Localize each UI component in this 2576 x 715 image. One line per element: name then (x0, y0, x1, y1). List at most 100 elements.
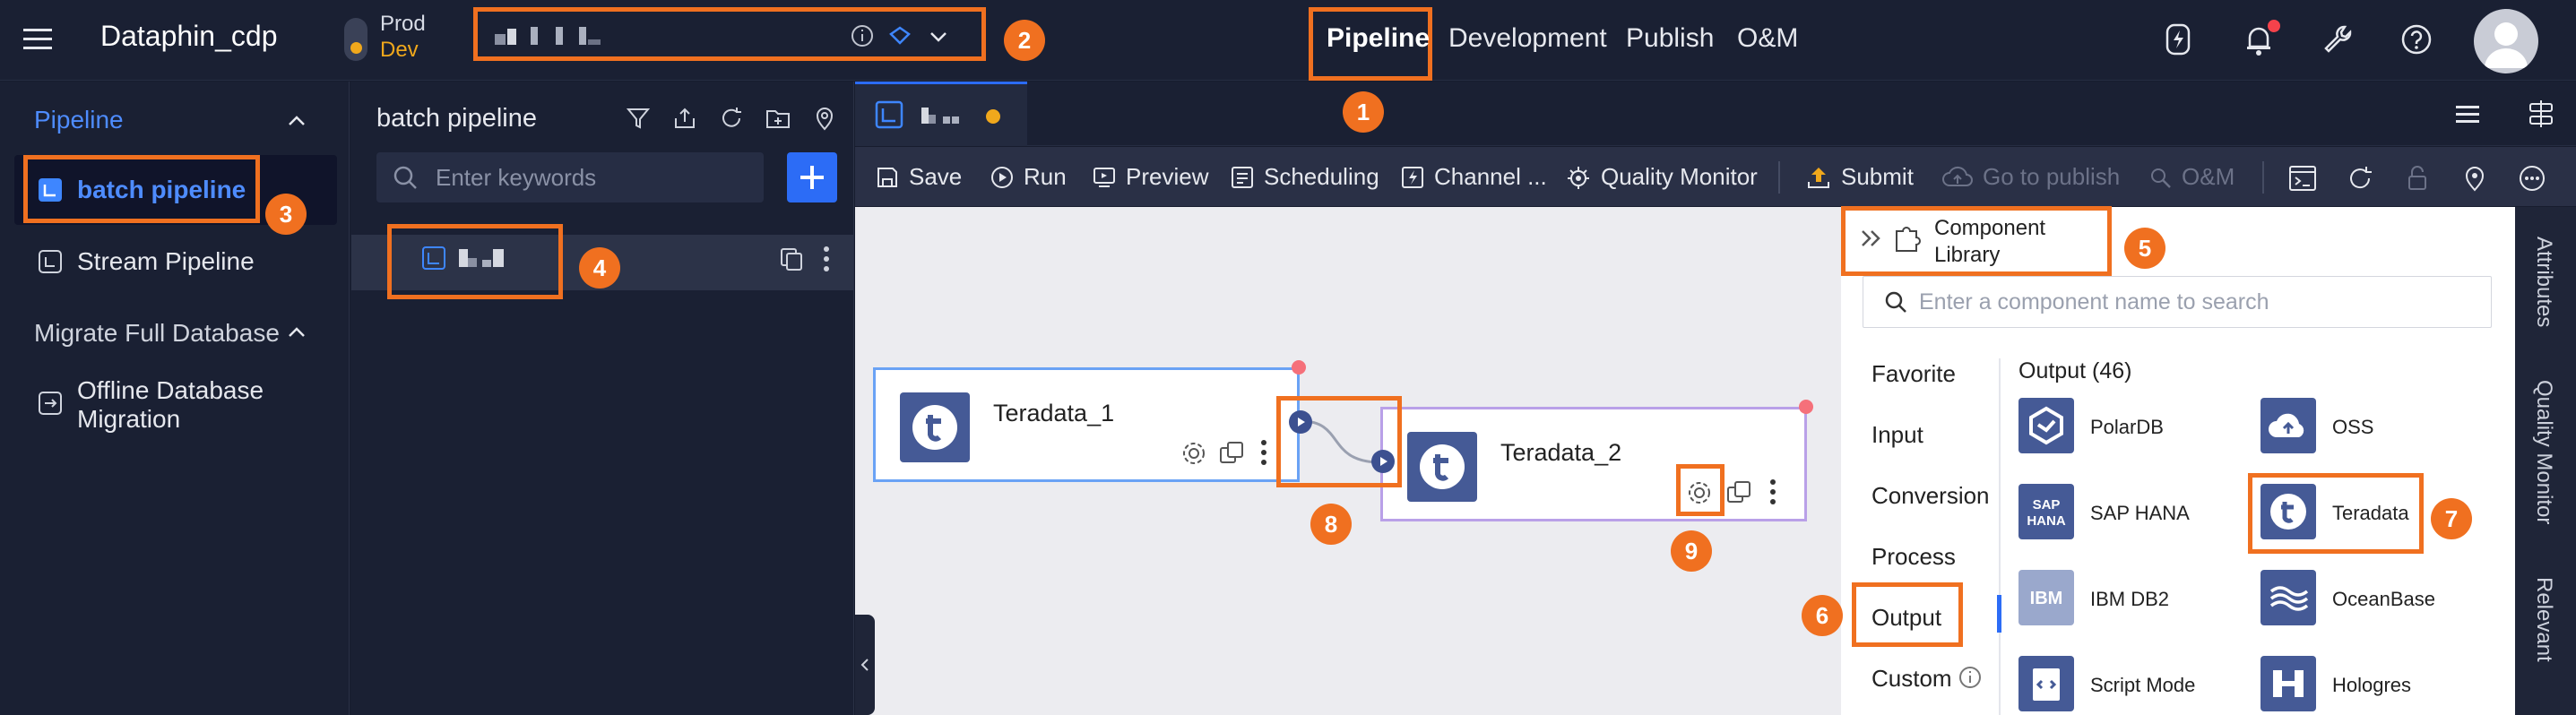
layout-icon[interactable] (2526, 99, 2556, 129)
pipeline-nav-highlight (1309, 7, 1432, 81)
sidebar-section-pipeline[interactable]: Pipeline (34, 106, 124, 134)
gear-icon[interactable] (1180, 439, 1208, 468)
chevron-up-icon[interactable] (283, 108, 310, 134)
hologres-component[interactable] (2260, 656, 2316, 711)
lightning-icon[interactable] (2158, 20, 2198, 59)
submit-button[interactable]: Submit (1805, 163, 1914, 191)
env-dev-label[interactable]: Dev (380, 38, 419, 62)
nav-publish[interactable]: Publish (1626, 23, 1715, 53)
refresh-icon[interactable] (2345, 163, 2375, 194)
delete-handle[interactable] (1292, 360, 1306, 375)
ibm-db2-component[interactable]: IBM (2018, 570, 2074, 625)
om-button[interactable]: O&M (2148, 163, 2235, 191)
chevron-down-icon[interactable] (927, 25, 950, 48)
sidebar-item-offline-migration[interactable]: Offline Database Migration (77, 376, 264, 433)
new-folder-icon[interactable] (764, 104, 792, 133)
top-bar (0, 0, 2576, 81)
category-favorite[interactable]: Favorite (1871, 360, 1956, 387)
output-port[interactable] (1289, 410, 1312, 434)
category-input[interactable]: Input (1871, 421, 1923, 448)
scheduling-button[interactable]: Scheduling (1230, 163, 1379, 191)
more-vertical-icon[interactable] (1257, 437, 1271, 468)
category-process[interactable]: Process (1871, 543, 1956, 570)
preview-icon (1094, 167, 1115, 187)
oceanbase-label[interactable]: OceanBase (2332, 588, 2435, 610)
user-avatar[interactable] (2474, 9, 2538, 73)
copy-icon[interactable] (1725, 478, 1753, 507)
add-button[interactable] (787, 152, 837, 202)
editor-tab-bar (855, 82, 2576, 146)
sidebar-section-migrate[interactable]: Migrate Full Database (34, 319, 280, 347)
more-vertical-icon[interactable] (1766, 477, 1780, 507)
double-chevron-right-icon[interactable] (1857, 226, 1886, 251)
right-rail (2515, 207, 2576, 715)
lock-icon[interactable] (2402, 163, 2433, 194)
gear-icon[interactable] (1685, 478, 1714, 507)
info-icon[interactable] (850, 23, 875, 48)
category-conversion[interactable]: Conversion (1871, 482, 1990, 509)
hologres-label[interactable]: Hologres (2332, 674, 2412, 696)
env-prod-label[interactable]: Prod (380, 12, 426, 36)
sidebar-item-stream-pipeline[interactable]: Stream Pipeline (77, 247, 255, 275)
collapse-panel-handle[interactable] (855, 615, 875, 715)
input-port[interactable] (1371, 450, 1395, 473)
category-custom[interactable]: Custom (1871, 665, 1952, 692)
rail-relevant[interactable]: Relevant (2532, 577, 2556, 662)
nav-pipeline[interactable]: Pipeline (1327, 23, 1431, 53)
copy-icon[interactable] (1217, 439, 1246, 468)
locate-icon[interactable] (810, 104, 839, 133)
copy-icon[interactable] (778, 246, 805, 272)
play-icon (1380, 457, 1387, 466)
script-mode-component[interactable] (2018, 656, 2074, 711)
teradata-component-highlight (2248, 473, 2424, 554)
channel-button[interactable]: Channel ... (1400, 163, 1547, 191)
sap-hana-label[interactable]: SAP HANA (2090, 502, 2190, 524)
teradata-label[interactable]: Teradata (2332, 502, 2409, 524)
project-selector[interactable] (473, 7, 986, 61)
export-icon[interactable] (670, 104, 699, 133)
list-icon[interactable] (2452, 99, 2483, 129)
connection-line[interactable] (1291, 403, 1398, 484)
nav-om[interactable]: O&M (1737, 23, 1799, 53)
rail-attributes[interactable]: Attributes (2532, 237, 2556, 328)
sidebar-item-batch-pipeline[interactable]: batch pipeline (77, 176, 246, 203)
category-output[interactable]: Output (1871, 604, 1942, 631)
oceanbase-component[interactable] (2260, 570, 2316, 625)
filter-icon[interactable] (624, 104, 653, 133)
go-to-publish-button[interactable]: Go to publish (1941, 163, 2120, 191)
run-button[interactable]: Run (990, 163, 1067, 191)
script-mode-label[interactable]: Script Mode (2090, 674, 2196, 696)
terminal-icon[interactable] (2287, 163, 2318, 194)
teradata-component[interactable] (2260, 484, 2316, 539)
oss-label[interactable]: OSS (2332, 416, 2374, 438)
rail-quality-monitor[interactable]: Quality Monitor (2532, 380, 2556, 525)
help-icon[interactable] (2397, 20, 2436, 59)
chevron-up-icon[interactable] (283, 319, 310, 346)
nav-development[interactable]: Development (1448, 23, 1607, 53)
preview-button[interactable]: Preview (1092, 163, 1208, 191)
polardb-component[interactable] (2018, 398, 2074, 453)
more-vertical-icon[interactable] (817, 244, 835, 274)
refresh-icon[interactable] (717, 104, 746, 133)
ibm-db2-label[interactable]: IBM DB2 (2090, 588, 2170, 610)
bell-icon[interactable] (2239, 20, 2278, 59)
quality-monitor-button[interactable]: Quality Monitor (1565, 163, 1758, 191)
info-icon[interactable] (1958, 665, 1983, 690)
polardb-label[interactable]: PolarDB (2090, 416, 2164, 438)
polardb-icon (2029, 406, 2063, 445)
oss-component[interactable] (2260, 398, 2316, 453)
wrench-icon[interactable] (2318, 20, 2357, 59)
step-marker-9: 9 (1671, 530, 1712, 572)
more-horizontal-icon[interactable] (2517, 163, 2547, 194)
menu-icon[interactable] (20, 22, 56, 57)
delete-handle[interactable] (1799, 400, 1813, 414)
quality-monitor-label: Quality Monitor (1601, 163, 1758, 190)
save-button[interactable]: Save (875, 163, 962, 191)
env-toggle[interactable] (344, 18, 367, 61)
location-icon[interactable] (2459, 163, 2490, 194)
component-search-input[interactable]: Enter a component name to search (1863, 276, 2492, 328)
tree-search-input[interactable]: Enter keywords (376, 152, 764, 202)
project-name-redacted (495, 27, 601, 45)
